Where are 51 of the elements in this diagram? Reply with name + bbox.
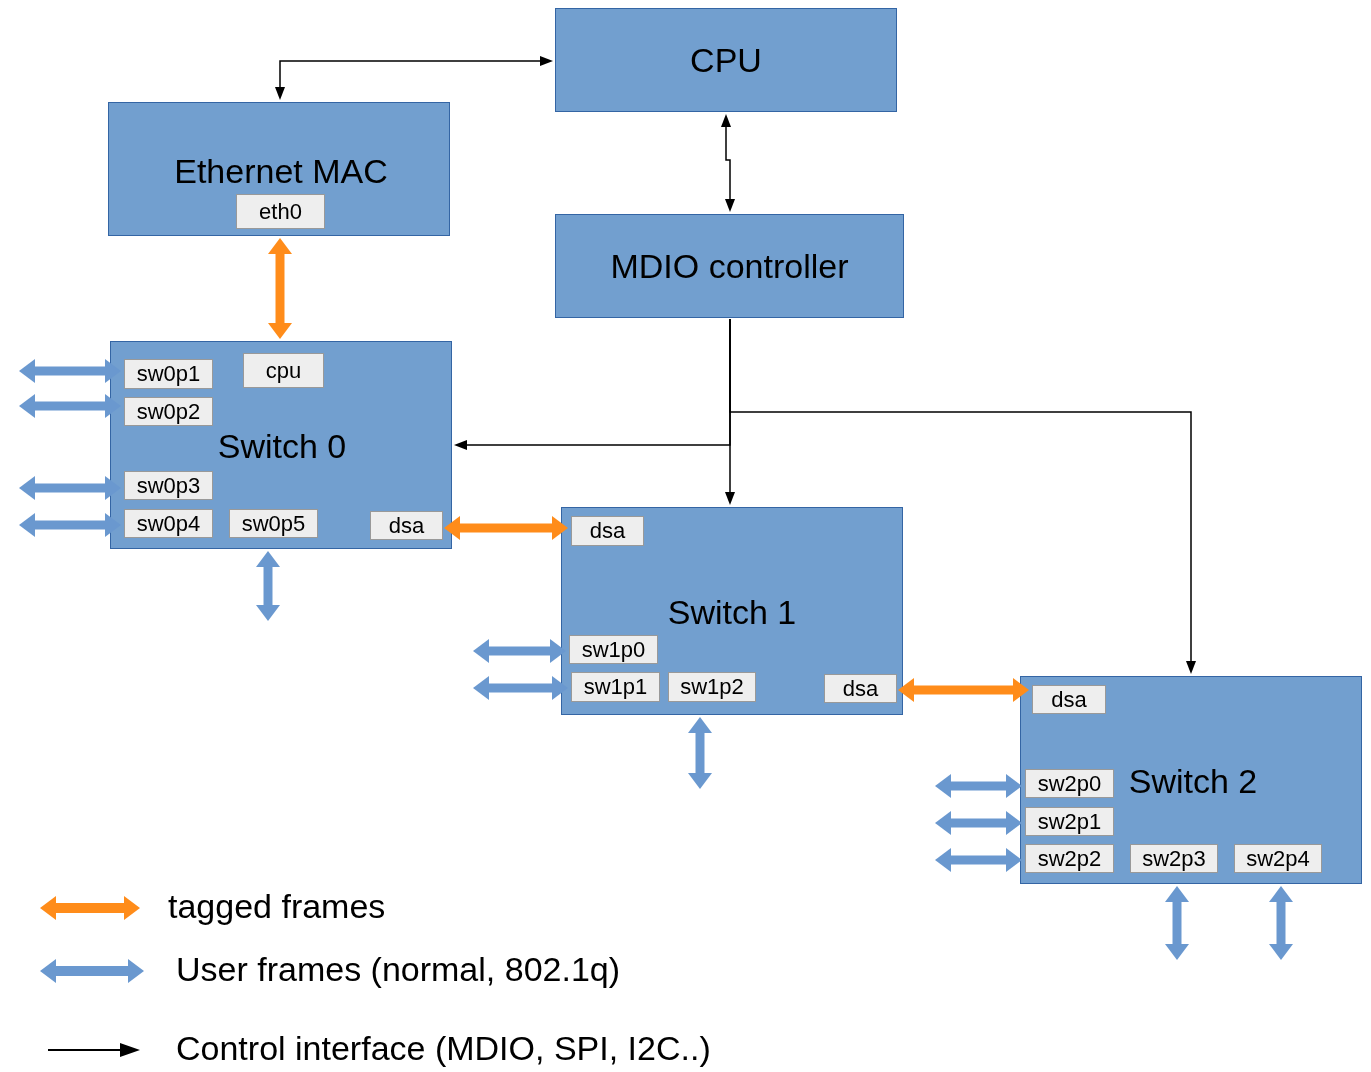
arrow [729,318,1196,674]
port-box: dsa [571,516,644,546]
port-box: dsa [1032,685,1106,714]
port-box: sw1p0 [569,635,658,664]
arrow [256,551,280,621]
arrow [935,811,1022,835]
port-box: sw1p2 [668,672,756,702]
box-title: Switch 0 [217,426,347,466]
arrow [19,359,121,383]
component-box [110,341,452,549]
port-box: sw0p3 [124,471,213,500]
box-title: Switch 1 [667,592,797,632]
port-box: sw0p4 [124,509,213,538]
component-box [561,507,903,715]
arrow [1269,886,1293,960]
port-box: sw0p1 [124,359,213,389]
port-box: sw0p2 [124,397,213,426]
arrow [721,114,735,212]
box-title: Switch 2 [1128,761,1258,801]
arrow [935,774,1022,798]
component-box: CPU [555,8,897,112]
arrow [19,476,121,500]
arrow [19,513,121,537]
arrow [688,717,712,789]
component-box [108,102,450,236]
port-box: sw2p1 [1025,807,1114,836]
component-box: MDIO controller [555,214,904,318]
port-box: sw2p0 [1025,769,1114,798]
arrow [473,676,568,700]
component-box [1020,676,1362,884]
port-box: cpu [243,353,324,388]
port-box: dsa [370,511,443,540]
port-box: eth0 [236,194,325,229]
port-box: sw1p1 [571,672,660,702]
arrow [898,678,1029,702]
port-box: sw2p4 [1234,844,1322,873]
legend-label: User frames (normal, 802.1q) [176,950,621,989]
legend-label: tagged frames [168,887,386,926]
port-box: dsa [824,674,897,703]
arrow [275,56,553,100]
port-box: sw2p2 [1025,844,1114,873]
arrow [19,394,121,418]
arrow [473,639,566,663]
box-title: Ethernet MAC [174,151,388,191]
arrow [1165,886,1189,960]
port-box: sw2p3 [1130,844,1218,873]
arrow [268,238,292,339]
legend-label: Control interface (MDIO, SPI, I2C..) [176,1029,711,1068]
arrow [935,848,1022,872]
arrow [444,516,568,540]
port-box: sw0p5 [229,509,318,538]
